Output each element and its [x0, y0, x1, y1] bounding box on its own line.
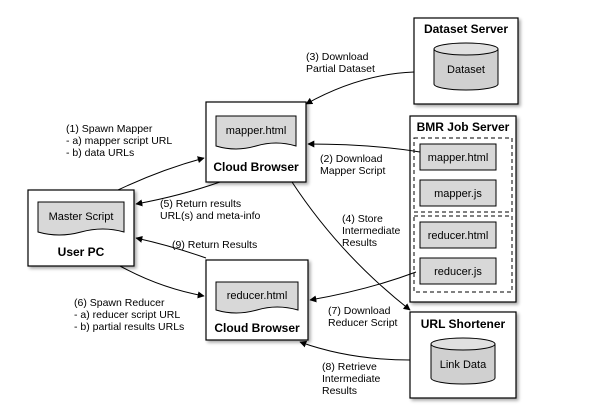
mapper-js-file [419, 179, 497, 207]
cloud-browser-bottom-title: Cloud Browser [214, 321, 300, 335]
dataset-server-node: Dataset Server Dataset [413, 17, 519, 105]
reducer-html-file [419, 221, 497, 249]
step7-annotation: (7) Download Reducer Script [328, 301, 398, 329]
url-shortener-node: URL Shortener Link Data [409, 311, 517, 399]
step8-line: (8) Retrieve [322, 361, 377, 373]
step1-annotation: (1) Spawn Mapper - a) mapper script URL … [66, 119, 176, 159]
arrow-download-mapper-script [307, 140, 421, 153]
bmr-job-server-node: BMR Job Server mapper.html mapper.js red… [409, 115, 517, 303]
user-pc-node: Master Script User PC [27, 189, 135, 267]
step2-line: Mapper Script [320, 165, 385, 177]
mapper-html-file [419, 143, 497, 171]
user-pc-title: User PC [58, 245, 105, 259]
dataset-server-title: Dataset Server [424, 22, 508, 36]
step3-line: Partial Dataset [306, 63, 375, 75]
step6-line: - a) reducer script URL [74, 309, 180, 321]
document-icon [215, 281, 299, 314]
step2-line: (2) Download [320, 153, 383, 165]
document-icon [37, 201, 125, 236]
arrow-download-reducer-script [309, 271, 417, 303]
mapper-js-file-label: mapper.js [434, 188, 482, 200]
reducer-js-file-label: reducer.js [434, 266, 482, 278]
arrow-retrieve-intermediate [299, 340, 411, 361]
step4-line: Results [342, 237, 377, 249]
step8-line: Intermediate [322, 373, 381, 385]
step6-line: - b) partial results URLs [74, 321, 184, 333]
step4-line: Intermediate [342, 225, 401, 237]
arrow-return-results-url [135, 181, 221, 207]
step7-line: (7) Download [328, 305, 391, 317]
mapper-files-group [413, 137, 513, 213]
step8-line: Results [322, 385, 357, 397]
cloud-browser-top-node: mapper.html Cloud Browser [205, 101, 307, 183]
link-data-db-label: Link Data [440, 359, 487, 371]
arrow-download-dataset [305, 71, 415, 105]
step2-annotation: (2) Download Mapper Script [320, 149, 386, 177]
step6-head: (6) Spawn Reducer [74, 297, 165, 309]
step1-line: - a) mapper script URL [66, 135, 172, 147]
url-shortener-title: URL Shortener [421, 317, 506, 331]
database-icon [433, 42, 499, 91]
arrows [117, 71, 421, 361]
step9-annotation: (9) Return Results [172, 239, 257, 251]
reducer-files-group [413, 215, 513, 293]
arrow-store-intermediate [291, 181, 411, 311]
arrow-return-results [135, 235, 207, 259]
reducer-page-label: reducer.html [227, 290, 288, 302]
step1-head: (1) Spawn Mapper [66, 123, 153, 135]
reducer-js-file [419, 257, 497, 285]
step5-annotation: (5) Return results URL(s) and meta-info [160, 194, 261, 222]
step1-line: - b) data URLs [66, 147, 134, 159]
bmr-job-server-title: BMR Job Server [417, 120, 510, 134]
step4-annotation: (4) Store Intermediate Results [342, 209, 404, 249]
step5-line: URL(s) and meta-info [160, 210, 261, 222]
document-icon [215, 115, 297, 150]
step9-line: (9) Return Results [172, 239, 257, 251]
step4-line: (4) Store [342, 213, 383, 225]
mapper-html-file-label: mapper.html [428, 152, 489, 164]
dataset-db-label: Dataset [447, 64, 485, 76]
arrow-spawn-mapper [117, 156, 205, 191]
mapper-page-label: mapper.html [226, 125, 287, 137]
reducer-html-file-label: reducer.html [428, 230, 489, 242]
step8-annotation: (8) Retrieve Intermediate Results [322, 357, 384, 397]
step6-annotation: (6) Spawn Reducer - a) reducer script UR… [74, 293, 184, 333]
step3-annotation: (3) Download Partial Dataset [306, 47, 375, 75]
cloud-browser-bottom-node: reducer.html Cloud Browser [205, 259, 309, 341]
step7-line: Reducer Script [328, 317, 398, 329]
step3-line: (3) Download [306, 51, 369, 63]
database-icon [430, 337, 496, 385]
cloud-browser-top-title: Cloud Browser [213, 160, 299, 174]
master-script-label: Master Script [49, 211, 114, 223]
arrow-spawn-reducer [119, 265, 205, 299]
step5-line: (5) Return results [160, 198, 241, 210]
